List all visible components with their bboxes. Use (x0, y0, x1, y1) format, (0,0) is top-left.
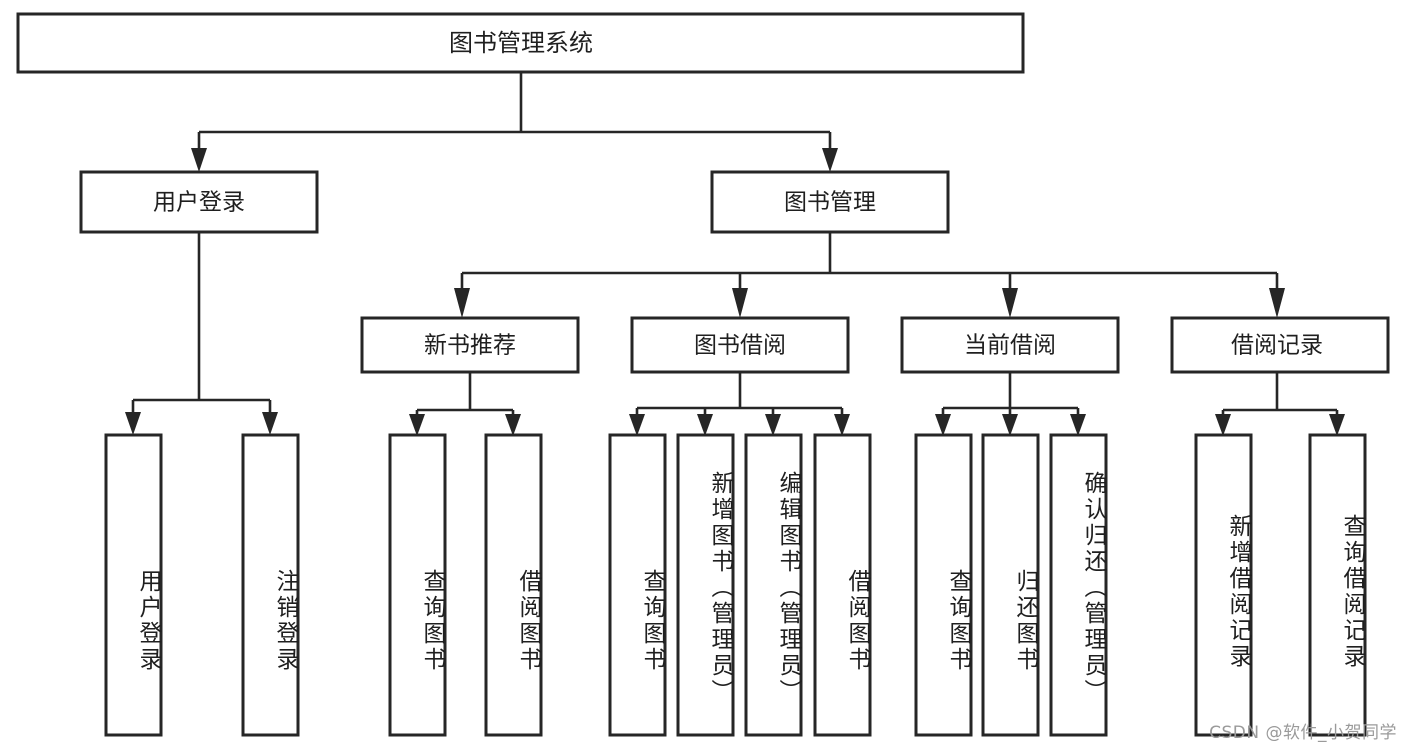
node-leaf-br-add-record[interactable] (1194, 433, 1253, 737)
arrowhead-book-borrow (732, 288, 748, 318)
arrowhead-bb-edit-book (765, 414, 781, 436)
node-leaf-br-query-record[interactable] (1308, 433, 1367, 737)
node-leaf-cb-confirm-return[interactable] (1049, 433, 1108, 737)
arrowhead-br-query-record (1329, 414, 1345, 436)
node-layer (16, 12, 1390, 737)
node-leaf-user-login[interactable] (104, 433, 163, 737)
node-leaf-cb-query-book[interactable] (914, 433, 973, 737)
arrowhead-cb-confirm-return (1070, 414, 1086, 436)
node-book-management[interactable] (710, 170, 950, 234)
label-book-management: 图书管理 (784, 190, 876, 216)
node-leaf-bb-edit-book[interactable] (744, 433, 803, 737)
arrowhead-current-borrow (1002, 288, 1018, 318)
arrowhead-leaf-logout (262, 412, 278, 435)
arrowhead-br-add-record (1215, 414, 1231, 436)
label-user-login: 用户登录 (153, 190, 245, 216)
node-leaf-bb-borrow-book[interactable] (813, 433, 872, 737)
node-book-borrowing[interactable] (630, 316, 850, 374)
node-leaf-nb-query-book[interactable] (388, 433, 447, 737)
label-borrowing-record: 借阅记录 (1231, 333, 1323, 359)
connector-layer (125, 72, 1345, 436)
arrowhead-leaf-user-login (125, 412, 141, 435)
node-root-book-management-system[interactable] (16, 12, 1025, 74)
label-new-book-recommendation: 新书推荐 (424, 333, 516, 359)
arrowhead-nb-borrow-book (505, 414, 521, 436)
node-user-login[interactable] (79, 170, 319, 234)
arrowhead-nb-query-book (409, 414, 425, 436)
arrowhead-cb-return-book (1002, 414, 1018, 436)
arrowhead-bb-borrow-book (834, 414, 850, 436)
watermark-text: CSDN @软件_小贺同学 (1209, 723, 1397, 743)
arrowhead-new-book (454, 288, 470, 318)
node-leaf-logout[interactable] (241, 433, 300, 737)
label-layer: 图书管理系统 用户登录 图书管理 新书推荐 图书借阅 当前借阅 借阅记录 (153, 29, 1323, 359)
node-current-borrowing[interactable] (900, 316, 1120, 374)
node-leaf-cb-return-book[interactable] (981, 433, 1040, 737)
arrowhead-user-login (191, 148, 207, 172)
node-leaf-bb-query-book[interactable] (608, 433, 667, 737)
arrowhead-cb-query-book (935, 414, 951, 436)
arrowhead-bb-add-book (697, 414, 713, 436)
label-root-book-management-system: 图书管理系统 (449, 29, 593, 57)
label-current-borrowing: 当前借阅 (964, 333, 1056, 359)
label-book-borrowing: 图书借阅 (694, 333, 786, 359)
arrowhead-bb-query-book (629, 414, 645, 436)
arrowhead-book-mgmt (822, 148, 838, 172)
node-borrowing-record[interactable] (1170, 316, 1390, 374)
node-leaf-nb-borrow-book[interactable] (484, 433, 543, 737)
arrowhead-borrow-record (1269, 288, 1285, 318)
node-new-book-recommendation[interactable] (360, 316, 580, 374)
node-leaf-bb-add-book[interactable] (676, 433, 735, 737)
